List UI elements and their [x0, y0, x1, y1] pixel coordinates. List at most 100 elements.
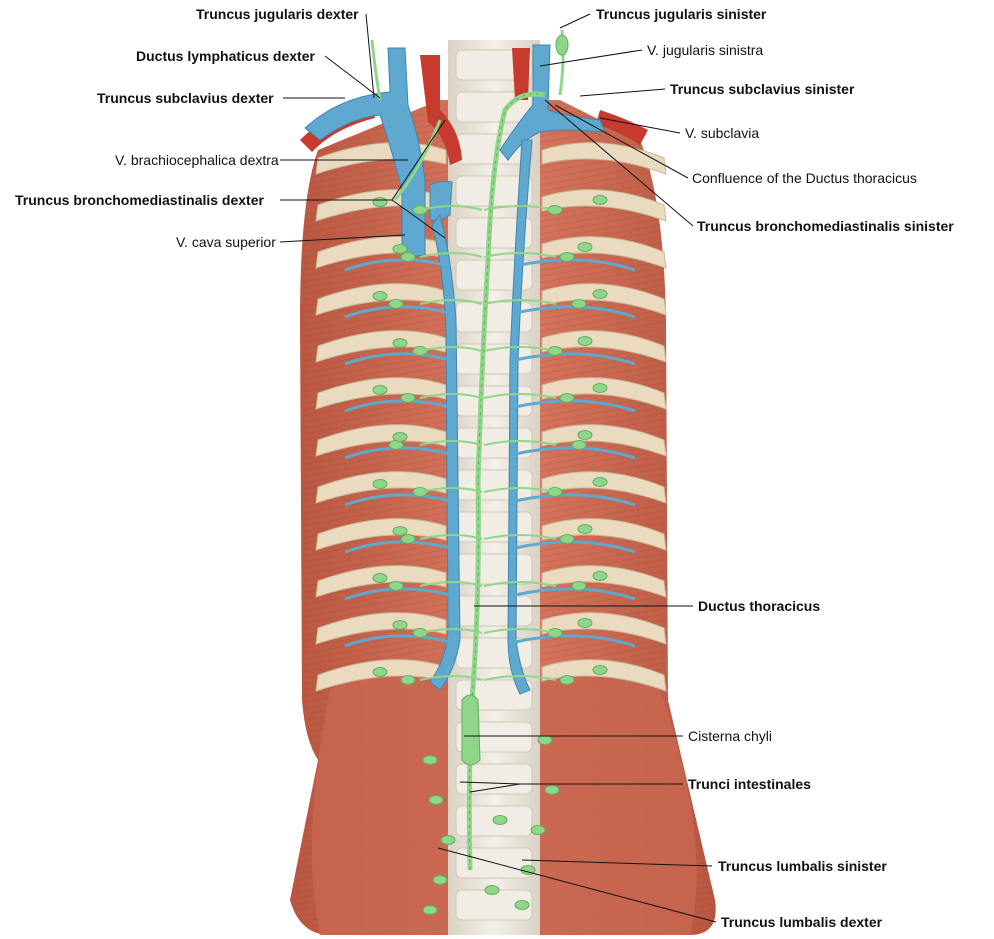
rib-left: [541, 330, 667, 363]
rib-left: [541, 189, 667, 222]
lymph-node: [400, 534, 416, 544]
lymph-node: [422, 905, 438, 915]
lymph-node: [372, 385, 388, 395]
lymph-node: [559, 252, 575, 262]
lymph-node: [559, 675, 575, 685]
lymph-vessel: [419, 346, 483, 352]
lymph-node: [392, 432, 408, 442]
diaphragm-crura: [312, 665, 470, 935]
intercostal-vein-right: [344, 493, 451, 507]
lymph-vessel: [483, 628, 557, 634]
label-v-cava-superior: V. cava superior: [176, 234, 276, 250]
lymph-node: [530, 825, 546, 835]
rib-left: [541, 424, 667, 457]
lymph-vessel: [419, 393, 483, 399]
label-truncus-lumbalis-dexter: Truncus lumbalis dexter: [721, 914, 883, 930]
rib-right: [315, 518, 447, 551]
intercostal-vein-right: [344, 399, 451, 413]
label-truncus-subclavius-sinister: Truncus subclavius sinister: [670, 81, 855, 97]
lymph-vessel: [419, 252, 483, 258]
lymph-node: [400, 252, 416, 262]
lymph-vessel: [483, 534, 557, 540]
lymph-node: [537, 735, 553, 745]
lymph-vessel: [419, 628, 483, 634]
lymph-node: [592, 571, 608, 581]
lymph-vessel: [419, 440, 483, 446]
label-truncus-bronchomediastinalis-dexter: Truncus bronchomediastinalis dexter: [15, 192, 264, 208]
lymph-vessel: [483, 440, 557, 446]
rib-left: [541, 612, 667, 645]
lymph-node: [372, 479, 388, 489]
lymph-node: [372, 667, 388, 677]
lymph-node: [592, 665, 608, 675]
intercostal-vein-left: [514, 540, 636, 554]
label-v-brachiocephalica-dextra: V. brachiocephalica dextra: [115, 152, 279, 168]
vertebra: [455, 385, 533, 417]
lymph-vessel: [419, 205, 483, 211]
lymph-node: [559, 534, 575, 544]
intercostal-vein-left: [514, 634, 636, 648]
lymph-node: [592, 477, 608, 487]
lymph-node: [422, 755, 438, 765]
lymph-node: [392, 244, 408, 254]
label-ductus-lymphaticus-dexter: Ductus lymphaticus dexter: [136, 48, 315, 64]
lymph-vessel: [483, 252, 557, 258]
lymph-node: [544, 785, 560, 795]
label-trunci-intestinales: Trunci intestinales: [688, 776, 811, 792]
lymph-vessel: [483, 675, 557, 681]
rib-left: [541, 471, 667, 504]
lymph-node: [392, 338, 408, 348]
lymph-node: [372, 291, 388, 301]
lymph-vessel: [483, 487, 557, 493]
intercostal-vein-right: [344, 540, 451, 554]
lymph-vessel: [419, 487, 483, 493]
intercostal-vein-right: [344, 258, 451, 272]
intercostal-vein-left: [514, 399, 636, 413]
lymph-node: [577, 336, 593, 346]
lymph-node: [559, 393, 575, 403]
vertebra: [455, 595, 533, 627]
lymph-node: [571, 440, 587, 450]
lymph-node: [492, 815, 508, 825]
lymph-node: [392, 526, 408, 536]
leader-lines: [279, 13, 717, 923]
lymph-node: [592, 195, 608, 205]
lymph-node: [432, 875, 448, 885]
lymph-node: [428, 795, 444, 805]
rib-left: [541, 142, 667, 175]
vertebra: [455, 259, 533, 291]
label-truncus-jugularis-dexter: Truncus jugularis dexter: [196, 6, 359, 22]
vertebra: [455, 553, 533, 585]
intercostal-veins: [344, 258, 636, 648]
lymph-vessel: [483, 346, 557, 352]
vertebra: [455, 469, 533, 501]
lymph-node: [571, 581, 587, 591]
lymph-vessel: [419, 675, 483, 681]
intercostal-vein-left: [514, 493, 636, 507]
lymph-node: [400, 393, 416, 403]
rib-right: [315, 424, 447, 457]
intercostal-vein-right: [344, 352, 451, 366]
lymph-node: [571, 299, 587, 309]
lymph-node: [400, 675, 416, 685]
cisterna-chyli: [461, 694, 481, 766]
label-truncus-bronchomediastinalis-sinister: Truncus bronchomediastinalis sinister: [697, 218, 954, 234]
label-confluence-ductus-thoracicus: Confluence of the Ductus thoracicus: [692, 170, 917, 186]
lymph-node: [392, 620, 408, 630]
lymph-node: [592, 289, 608, 299]
lymph-node: [440, 835, 456, 845]
lymph-node: [592, 383, 608, 393]
rib-left: [541, 565, 667, 598]
lymph-node: [577, 430, 593, 440]
lymphatic-system: [370, 29, 569, 871]
label-v-subclavia: V. subclavia: [685, 125, 760, 141]
lymph-vessel: [483, 581, 557, 587]
lymph-vessel: [483, 299, 557, 305]
lymph-vessel: [483, 205, 557, 211]
lymph-node: [484, 885, 500, 895]
intercostal-vein-left: [514, 352, 636, 366]
label-ductus-thoracicus: Ductus thoracicus: [698, 598, 821, 614]
lymph-node: [577, 242, 593, 252]
